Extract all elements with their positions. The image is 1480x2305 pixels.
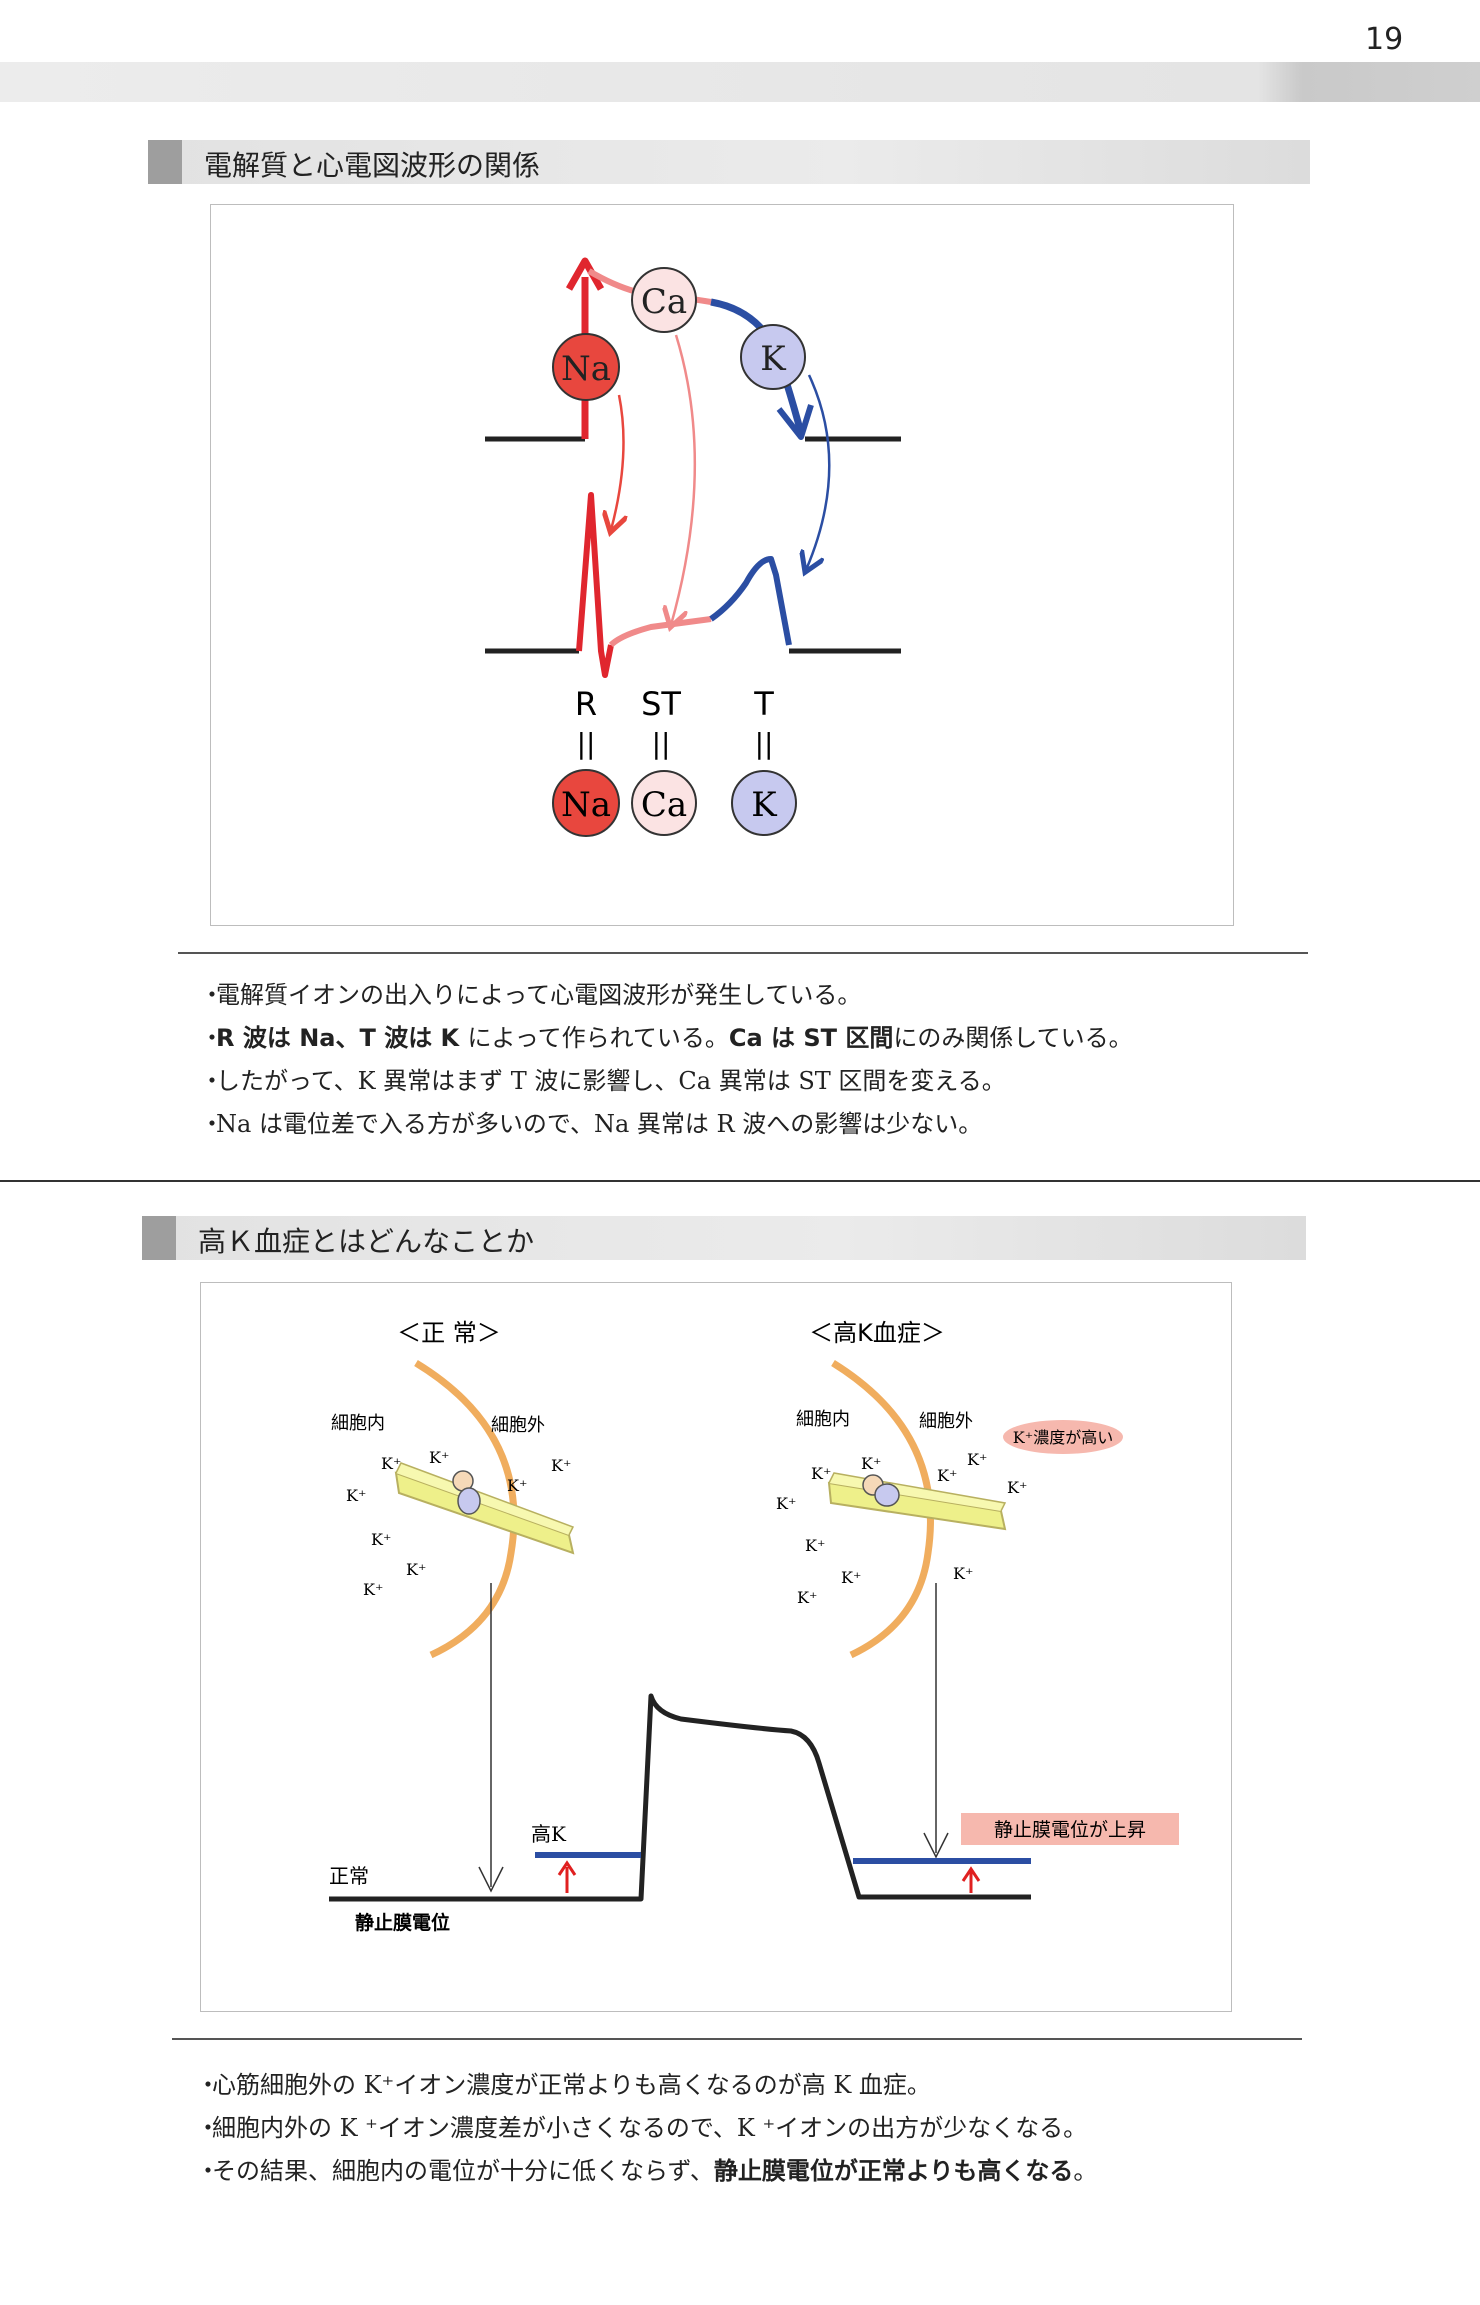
r-wave-label: R <box>575 685 597 723</box>
bullet-item: ・Na は電位差で入る方が多いので、Na 異常は R 波への影響は少ない。 <box>200 1110 983 1138</box>
ecg-t-wave <box>709 556 792 646</box>
top-band <box>0 62 1480 102</box>
pointer-arrowhead-hyperk <box>923 1832 949 1859</box>
slide-normal <box>394 1462 575 1555</box>
k-concentration-note: K⁺濃度が高い <box>1003 1420 1123 1454</box>
rise-arrow-right <box>961 1866 981 1893</box>
hyperkalemia-diagram: ＜正 常＞ ＜高K血症＞ 細胞内 細胞外 K⁺ K⁺ K⁺ K⁺ K⁺ K⁺ K… <box>329 1319 1179 1934</box>
section1-bullets: ・電解質イオンの出入りによって心電図波形が発生している。 ・R 波は Na、T … <box>200 974 1133 1146</box>
na-to-r-arrow <box>611 394 624 530</box>
k-to-t-arrow <box>806 374 831 570</box>
section-header-hyperkalemia: 高Ｋ血症とはどんなことか <box>142 1216 1306 1260</box>
k-concentration-text: K⁺濃度が高い <box>1013 1428 1113 1447</box>
bullet-item: ・その結果、細胞内の電位が十分に低くならず、静止膜電位が正常よりも高くなる。 <box>196 2157 1098 2185</box>
t-wave-label: T <box>753 685 774 723</box>
intracellular-label: 細胞内 <box>796 1409 850 1430</box>
k-ion-text: K⁺ <box>371 1530 391 1549</box>
k-ion-text: K⁺ <box>811 1464 831 1483</box>
k-ion-text: K⁺ <box>381 1454 401 1473</box>
high-k-label: 高K <box>531 1822 567 1846</box>
normal-label: 正常 <box>329 1864 369 1888</box>
section-divider <box>0 1180 1480 1182</box>
resting-rise-text: 静止膜電位が上昇 <box>994 1819 1146 1841</box>
ecg-diagram-frame: Ca Na K R ST T || || || Na <box>210 204 1234 926</box>
k-repolarization-arrowhead <box>776 404 814 440</box>
page-number: 19 <box>1365 22 1404 57</box>
st-equals: || <box>652 727 671 760</box>
section-marker <box>142 1216 176 1260</box>
slide-hyperk <box>827 1472 1007 1531</box>
k-ion-text: K⁺ <box>507 1476 527 1495</box>
action-potential-curve <box>329 1693 1031 1902</box>
section-header-electrolytes: 電解質と心電図波形の関係 <box>148 140 1310 184</box>
normal-title: ＜正 常＞ <box>397 1319 501 1347</box>
intracellular-label: 細胞内 <box>331 1413 385 1434</box>
na-ion-label-bottom: Na <box>561 785 611 825</box>
k-ion-label: K <box>760 339 786 379</box>
section-title: 高Ｋ血症とはどんなことか <box>198 1225 535 1258</box>
na-ion-label: Na <box>561 349 611 389</box>
k-ion-text: K⁺ <box>429 1448 449 1467</box>
section2-rule <box>172 2038 1302 2040</box>
section-marker <box>148 140 182 184</box>
k-ion-character-normal <box>452 1470 481 1515</box>
hyperk-title: ＜高K血症＞ <box>809 1319 945 1347</box>
k-ion-text: K⁺ <box>797 1588 817 1607</box>
rise-arrow-left <box>557 1860 577 1893</box>
bullet-item: ・電解質イオンの出入りによって心電図波形が発生している。 <box>200 981 862 1009</box>
k-ion-text: K⁺ <box>861 1454 881 1473</box>
hyperkalemia-diagram-frame: ＜正 常＞ ＜高K血症＞ 細胞内 細胞外 K⁺ K⁺ K⁺ K⁺ K⁺ K⁺ K… <box>200 1282 1232 2012</box>
k-ion-text: K⁺ <box>776 1494 796 1513</box>
section-title: 電解質と心電図波形の関係 <box>204 149 541 182</box>
k-ion-text: K⁺ <box>841 1568 861 1587</box>
na-ion-circle: Na <box>552 333 620 401</box>
k-ion-text: K⁺ <box>551 1456 571 1475</box>
pointer-arrowhead-normal <box>478 1866 504 1893</box>
resting-potential-label: 静止膜電位 <box>355 1911 450 1934</box>
ecg-electrolyte-diagram: Ca Na K R ST T || || || Na <box>485 257 901 837</box>
na-upstroke-arrowhead <box>565 257 605 291</box>
ca-ion-label: Ca <box>641 282 687 322</box>
t-equals: || <box>755 727 774 760</box>
resting-rise-note: 静止膜電位が上昇 <box>961 1813 1179 1845</box>
membrane-hyperk <box>831 1360 934 1659</box>
section1-rule <box>178 952 1308 954</box>
bullet-item: ・心筋細胞外の K⁺イオン濃度が正常よりも高くなるのが高 K 血症。 <box>196 2071 931 2099</box>
k-ion-text: K⁺ <box>363 1580 383 1599</box>
k-ion-character-hyperk <box>862 1474 900 1507</box>
extracellular-label: 細胞外 <box>919 1411 973 1432</box>
k-ion-text: K⁺ <box>406 1560 426 1579</box>
st-wave-label: ST <box>641 685 681 723</box>
ca-ion-circle-bottom: Ca <box>631 770 697 836</box>
ca-ion-label-bottom: Ca <box>641 785 687 825</box>
r-equals: || <box>577 727 596 760</box>
section2-bullets: ・心筋細胞外の K⁺イオン濃度が正常よりも高くなるのが高 K 血症。 ・細胞内外… <box>196 2064 1097 2193</box>
k-ion-text: K⁺ <box>346 1486 366 1505</box>
bullet-item: ・細胞内外の K ⁺イオン濃度差が小さくなるので、K ⁺イオンの出方が少なくなる… <box>196 2114 1088 2142</box>
k-ion-text: K⁺ <box>953 1564 973 1583</box>
ecg-st-segment <box>608 616 712 648</box>
na-ion-circle-bottom: Na <box>552 769 620 837</box>
k-ion-circle-bottom: K <box>731 770 797 836</box>
k-ion-text: K⁺ <box>937 1466 957 1485</box>
bullet-item: ・したがって、K 異常はまず T 波に影響し、Ca 異常は ST 区間を変える。 <box>200 1067 1006 1095</box>
k-ion-circle: K <box>740 324 806 390</box>
bullet-item: ・R 波は Na、T 波は K によって作られている。Ca は ST 区間にのみ… <box>200 1024 1133 1052</box>
ecg-r-wave <box>576 492 614 678</box>
k-ion-label-bottom: K <box>751 785 777 825</box>
membrane-normal <box>414 1360 518 1659</box>
k-ion-text: K⁺ <box>805 1536 825 1555</box>
extracellular-label: 細胞外 <box>491 1415 545 1436</box>
k-ion-text: K⁺ <box>1007 1478 1027 1497</box>
ca-ion-circle: Ca <box>631 267 697 333</box>
ca-to-st-arrow <box>671 334 697 625</box>
k-ion-text: K⁺ <box>967 1450 987 1469</box>
